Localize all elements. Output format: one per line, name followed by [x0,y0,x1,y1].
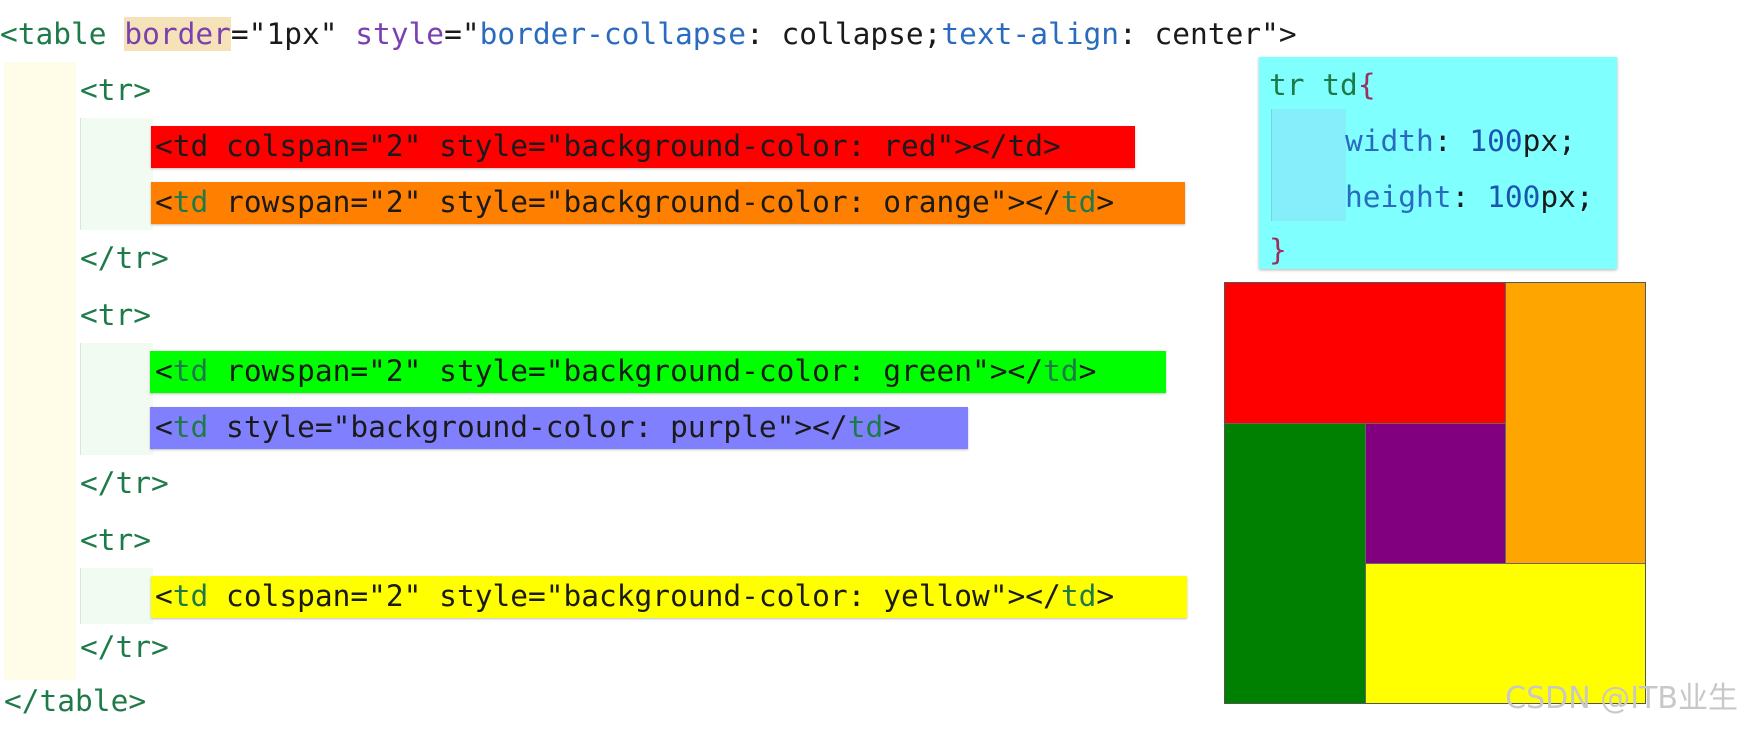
cell-green [1225,423,1365,703]
cell-yellow [1365,563,1645,703]
code-line-tr-open: <tr> [80,523,152,557]
code-line-td-purple: <td style="background-color: purple"></t… [155,410,901,444]
cell-red [1225,283,1505,423]
code-line-table-close: </table> [4,684,147,718]
highlight-yellow [151,576,1187,618]
watermark: CSDN @ITB业生 [1505,681,1738,716]
code-line-table-open: <table border="1px" style="border-collap… [0,17,1297,51]
code-line-tr-close: </tr> [80,630,169,664]
cell-orange [1505,283,1645,563]
css-snippet-popup: tr td{ width: 100px; height: 100px; } [1259,57,1617,269]
code-line-td-orange: <td rowspan="2" style="background-color:… [155,185,1115,219]
indent-guide-inner [80,568,153,624]
code-line-tr-close: </tr> [80,241,169,275]
rendered-table-preview [1224,282,1646,704]
code-line-tr-close: </tr> [80,466,169,500]
indent-guide-inner [80,118,153,230]
code-line-td-green: <td rowspan="2" style="background-color:… [155,354,1097,388]
cell-purple [1365,423,1505,563]
indent-guide-inner [80,343,153,455]
indent-guide [1271,109,1346,221]
css-close-brace: } [1269,233,1287,267]
code-line-td-yellow: <td colspan="2" style="background-color:… [155,579,1115,613]
code-line-tr-open: <tr> [80,73,152,107]
code-line-td-red: <td colspan="2" style="background-color:… [155,129,1061,163]
css-height-line: height: 100px; [1345,180,1594,214]
highlight-orange [151,182,1185,224]
highlight-purple [150,407,968,449]
code-line-tr-open: <tr> [80,298,152,332]
indent-guide [4,62,76,680]
highlight-green [150,351,1166,393]
css-width-line: width: 100px; [1345,124,1576,158]
highlight-red [151,126,1135,168]
css-selector-line: tr td{ [1269,68,1376,102]
